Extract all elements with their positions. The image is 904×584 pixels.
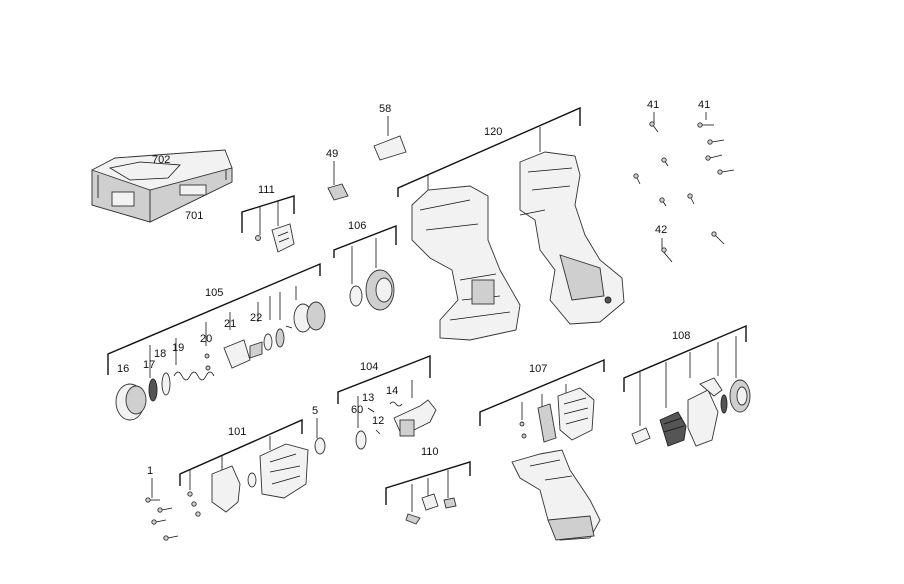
parts-108 <box>631 377 751 447</box>
bracket-106 <box>333 224 397 258</box>
callout-42: 42 <box>655 224 667 236</box>
callout-105: 105 <box>205 287 223 299</box>
callout-108: 108 <box>672 330 690 342</box>
callout-110: 110 <box>421 446 439 458</box>
callout-16: 16 <box>117 363 129 375</box>
callout-12: 12 <box>372 415 384 427</box>
callout-106: 106 <box>348 220 366 232</box>
bracket-105 <box>107 262 321 375</box>
bracket-120 <box>397 106 581 197</box>
callout-702: 702 <box>152 154 170 166</box>
bracket-107 <box>479 358 605 426</box>
carry-case <box>91 149 233 223</box>
part-5-ring <box>314 437 326 455</box>
callout-107: 107 <box>529 363 547 375</box>
part-58-label <box>373 135 407 161</box>
parts-105 <box>115 301 326 421</box>
callout-104: 104 <box>360 361 378 373</box>
part-111-cover <box>271 223 295 253</box>
part-110-a <box>405 513 421 525</box>
callout-101: 101 <box>228 426 246 438</box>
callout-41-b: 41 <box>698 99 710 111</box>
bracket-108 <box>623 324 747 392</box>
callout-22: 22 <box>250 312 262 324</box>
callout-17: 17 <box>143 359 155 371</box>
housing-left-half <box>411 185 521 341</box>
part-1-screws <box>145 497 179 541</box>
bracket-111 <box>241 195 295 233</box>
bracket-110 <box>385 461 471 505</box>
bracket-101 <box>179 418 303 486</box>
part-110-b <box>421 493 439 511</box>
callout-14: 14 <box>386 385 398 397</box>
callout-60: 60 <box>351 404 363 416</box>
part-110-c <box>443 497 457 509</box>
part-49 <box>327 183 349 201</box>
part-111-screw <box>255 235 261 241</box>
callout-701: 701 <box>185 210 203 222</box>
callout-58: 58 <box>379 103 391 115</box>
parts-101 <box>187 443 309 517</box>
callout-19: 19 <box>172 342 184 354</box>
housing-right-half <box>519 151 625 325</box>
callout-111: 111 <box>258 184 275 196</box>
parts-104 <box>355 399 437 450</box>
parts-107 <box>511 387 601 541</box>
bracket-104 <box>337 354 431 404</box>
callout-5: 5 <box>312 405 318 417</box>
callout-49: 49 <box>326 148 338 160</box>
callout-1: 1 <box>147 465 153 477</box>
screw-set <box>633 112 735 263</box>
callout-120: 120 <box>484 126 502 138</box>
callout-41-a: 41 <box>647 99 659 111</box>
part-106-ring <box>349 285 363 307</box>
callout-13: 13 <box>362 392 374 404</box>
callout-18: 18 <box>154 348 166 360</box>
